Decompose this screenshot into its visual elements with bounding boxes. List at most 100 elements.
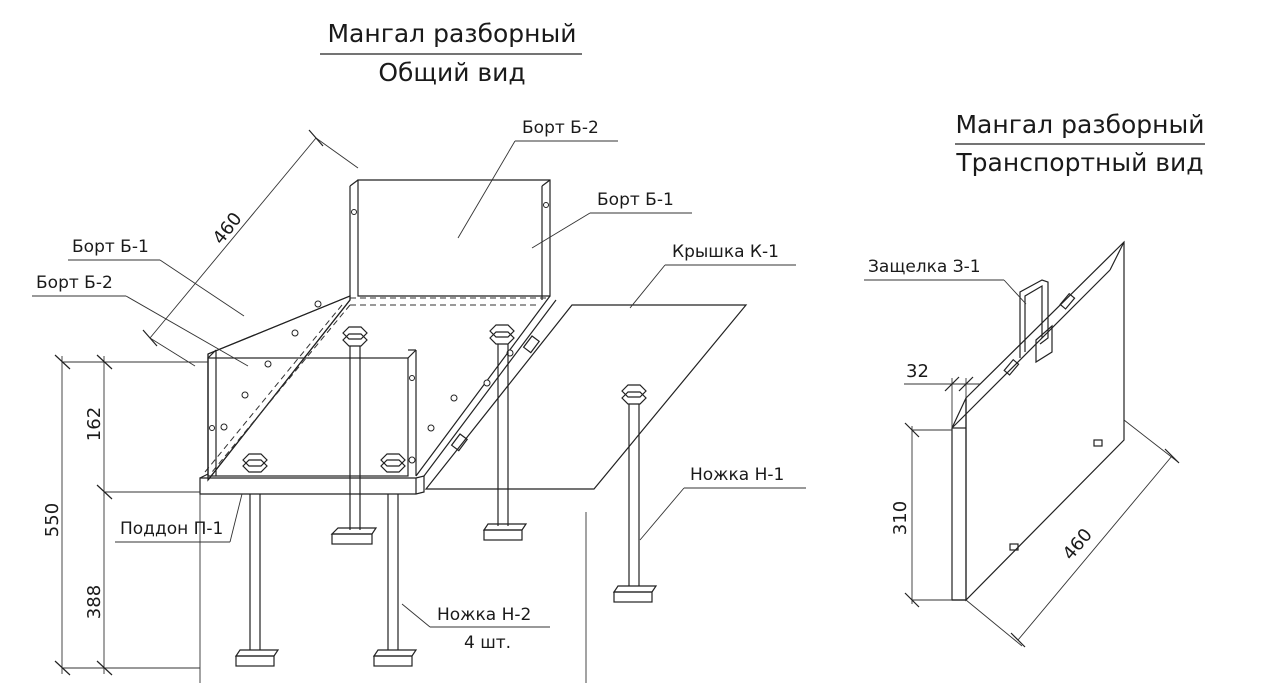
leg-foot-top [234, 649, 280, 657]
leg-n2-front-right [372, 494, 418, 667]
transport-title-line1: Мангал разборный [955, 110, 1204, 139]
main-title-line2: Общий вид [378, 58, 525, 87]
nut-outline [489, 324, 515, 338]
front-wall-lip-r2 [407, 349, 417, 359]
dim-text-388: 388 [84, 585, 105, 619]
label-text: Ножка Н-2 [437, 605, 531, 625]
extension-line [1123, 419, 1179, 463]
latch-bracket-inner [1024, 284, 1043, 352]
transport-title-line2: Транспортный вид [955, 148, 1203, 177]
vent-hole [220, 423, 228, 431]
label-text: Борт Б-1 [72, 237, 149, 257]
back-wall-edge-right [541, 179, 551, 187]
dimension-310: 310 [890, 422, 952, 608]
transport-side-face [965, 240, 1125, 602]
label-text: Поддон П-1 [120, 519, 223, 539]
tick [96, 660, 113, 676]
leg-n2-front-left [234, 494, 280, 667]
leg-foot [235, 655, 275, 667]
vent-hole [264, 360, 272, 368]
label-bort-b2-left: Борт Б-2 [32, 273, 249, 367]
tick [904, 422, 920, 438]
label-zashchelka-z1: Защелка З-1 [864, 257, 1027, 305]
nut-outline [621, 391, 647, 405]
nut-outline [242, 453, 268, 467]
tick [1010, 632, 1026, 648]
label-nozhka-n2: Ножка Н-2 4 шт. [401, 603, 550, 653]
hex-nut [342, 326, 368, 347]
nut-outline [489, 331, 515, 345]
main-assembly [199, 179, 748, 683]
transport-edge [1109, 241, 1125, 271]
leg-foot [613, 591, 653, 603]
hinge [450, 335, 541, 452]
nut-outline [242, 459, 268, 473]
label-qty: 4 шт. [464, 633, 511, 653]
main-title-block: Мангал разборный Общий вид [320, 19, 582, 87]
leader-line [159, 259, 245, 317]
dim-text-460-transport: 460 [1059, 525, 1097, 565]
dimension-460-transport: 460 [965, 419, 1180, 648]
extension-line [149, 337, 196, 367]
tray-p1 [199, 473, 425, 495]
hex-nut [242, 453, 268, 473]
latch-bracket [1019, 279, 1049, 358]
label-kryshka-k1: Крышка К-1 [629, 242, 796, 309]
leader-line [629, 264, 666, 309]
vent-hole [408, 456, 416, 464]
tick [142, 329, 158, 347]
back-wall-edge [349, 179, 359, 187]
right-wall-edge-1 [415, 295, 551, 477]
label-nozhka-n1: Ножка Н-1 [639, 465, 806, 541]
leg-foot [373, 655, 413, 667]
tick [96, 484, 113, 500]
dimension-550: 550 [42, 354, 208, 676]
vent-hole [427, 424, 435, 432]
label-bort-b1-right: Борт Б-1 [531, 190, 692, 249]
leg-n2-back-left [330, 346, 378, 545]
bolt-hole [543, 202, 549, 208]
leader-line [401, 603, 431, 628]
tick [958, 376, 974, 392]
latch-plate [1035, 324, 1053, 364]
tick [54, 660, 71, 676]
bolt-hole [351, 209, 357, 215]
bolt-hole [209, 425, 215, 431]
vent-hole [450, 394, 458, 402]
dim-text-32: 32 [906, 361, 929, 382]
lid-k1 [424, 304, 748, 490]
hidden-edge [211, 304, 351, 473]
leader-line [531, 212, 591, 249]
leader-line [229, 493, 243, 543]
main-title-line1: Мангал разборный [327, 19, 576, 48]
front-wall-face [207, 357, 409, 477]
nut-outline [621, 384, 647, 398]
label-text: Ножка Н-1 [690, 465, 784, 485]
tick [904, 592, 920, 608]
hinge-body [1059, 292, 1076, 310]
transport-hinge [1003, 292, 1103, 551]
tray-outline [199, 475, 425, 495]
leg-foot [483, 529, 523, 541]
hinge-body [522, 335, 541, 354]
leg-foot-top [330, 527, 378, 535]
hex-nut [489, 324, 515, 345]
vent-hole [241, 391, 249, 399]
label-bort-b1-left: Борт Б-1 [68, 237, 245, 317]
label-text: Борт Б-2 [522, 118, 599, 138]
front-wall-lip [207, 349, 217, 359]
transport-title-block: Мангал разборный Транспортный вид [955, 110, 1205, 177]
right-wall-edge-2 [423, 299, 557, 477]
back-wall-b2 [349, 179, 551, 300]
dim-line [1017, 455, 1173, 641]
back-wall-face [357, 179, 551, 297]
nut-outline [380, 459, 406, 473]
leader-line [639, 487, 685, 541]
nut-outline [342, 326, 368, 340]
dimension-162: 162 [84, 354, 200, 500]
dim-text-460: 460 [209, 209, 247, 249]
label-bort-b2-top: Борт Б-2 [457, 118, 618, 239]
label-text: Борт Б-1 [597, 190, 674, 210]
dimension-388: 388 [84, 492, 113, 676]
